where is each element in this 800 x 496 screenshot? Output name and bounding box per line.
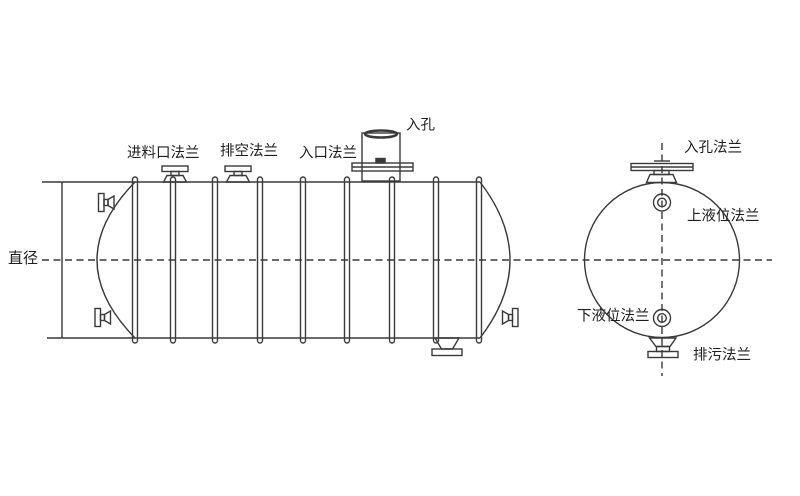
end-drain-flange	[647, 337, 679, 359]
manhole-cylinder	[361, 132, 401, 182]
label-vent-flange: 排空法兰	[220, 143, 278, 160]
side-drain-nozzle	[431, 337, 463, 357]
label-lower-level-flange: 下液位法兰	[577, 308, 650, 325]
right-head-nozzle	[501, 307, 519, 328]
label-manhole: 入孔	[406, 117, 435, 134]
lower-level-nozzle	[652, 308, 672, 328]
label-upper-level-flange: 上液位法兰	[687, 208, 760, 225]
right-dished-head	[479, 181, 511, 339]
left-head-lower-nozzle	[94, 307, 112, 328]
tank-end-view	[583, 143, 741, 376]
label-inlet-flange: 入口法兰	[299, 145, 357, 162]
labels: 进料口法兰 排空法兰 入口法兰 入孔 直径 入孔法兰 上液位法兰 下液位法兰 排…	[8, 117, 760, 364]
manhole-assembly	[351, 129, 414, 182]
label-manhole-flange: 入孔法兰	[684, 139, 742, 156]
label-drain-flange: 排污法兰	[693, 347, 751, 364]
manhole-lug	[375, 157, 386, 164]
left-head-upper-nozzle	[97, 192, 115, 213]
feed-inlet-nozzle	[161, 165, 189, 183]
left-dished-head	[96, 181, 136, 339]
vent-nozzle	[224, 165, 252, 183]
end-manhole-flange	[630, 162, 694, 184]
tank-side-view	[42, 129, 772, 357]
upper-level-nozzle	[652, 193, 672, 212]
manhole-cover	[363, 129, 399, 139]
label-diameter: 直径	[8, 249, 38, 267]
label-feed-inlet-flange: 进料口法兰	[127, 145, 200, 162]
